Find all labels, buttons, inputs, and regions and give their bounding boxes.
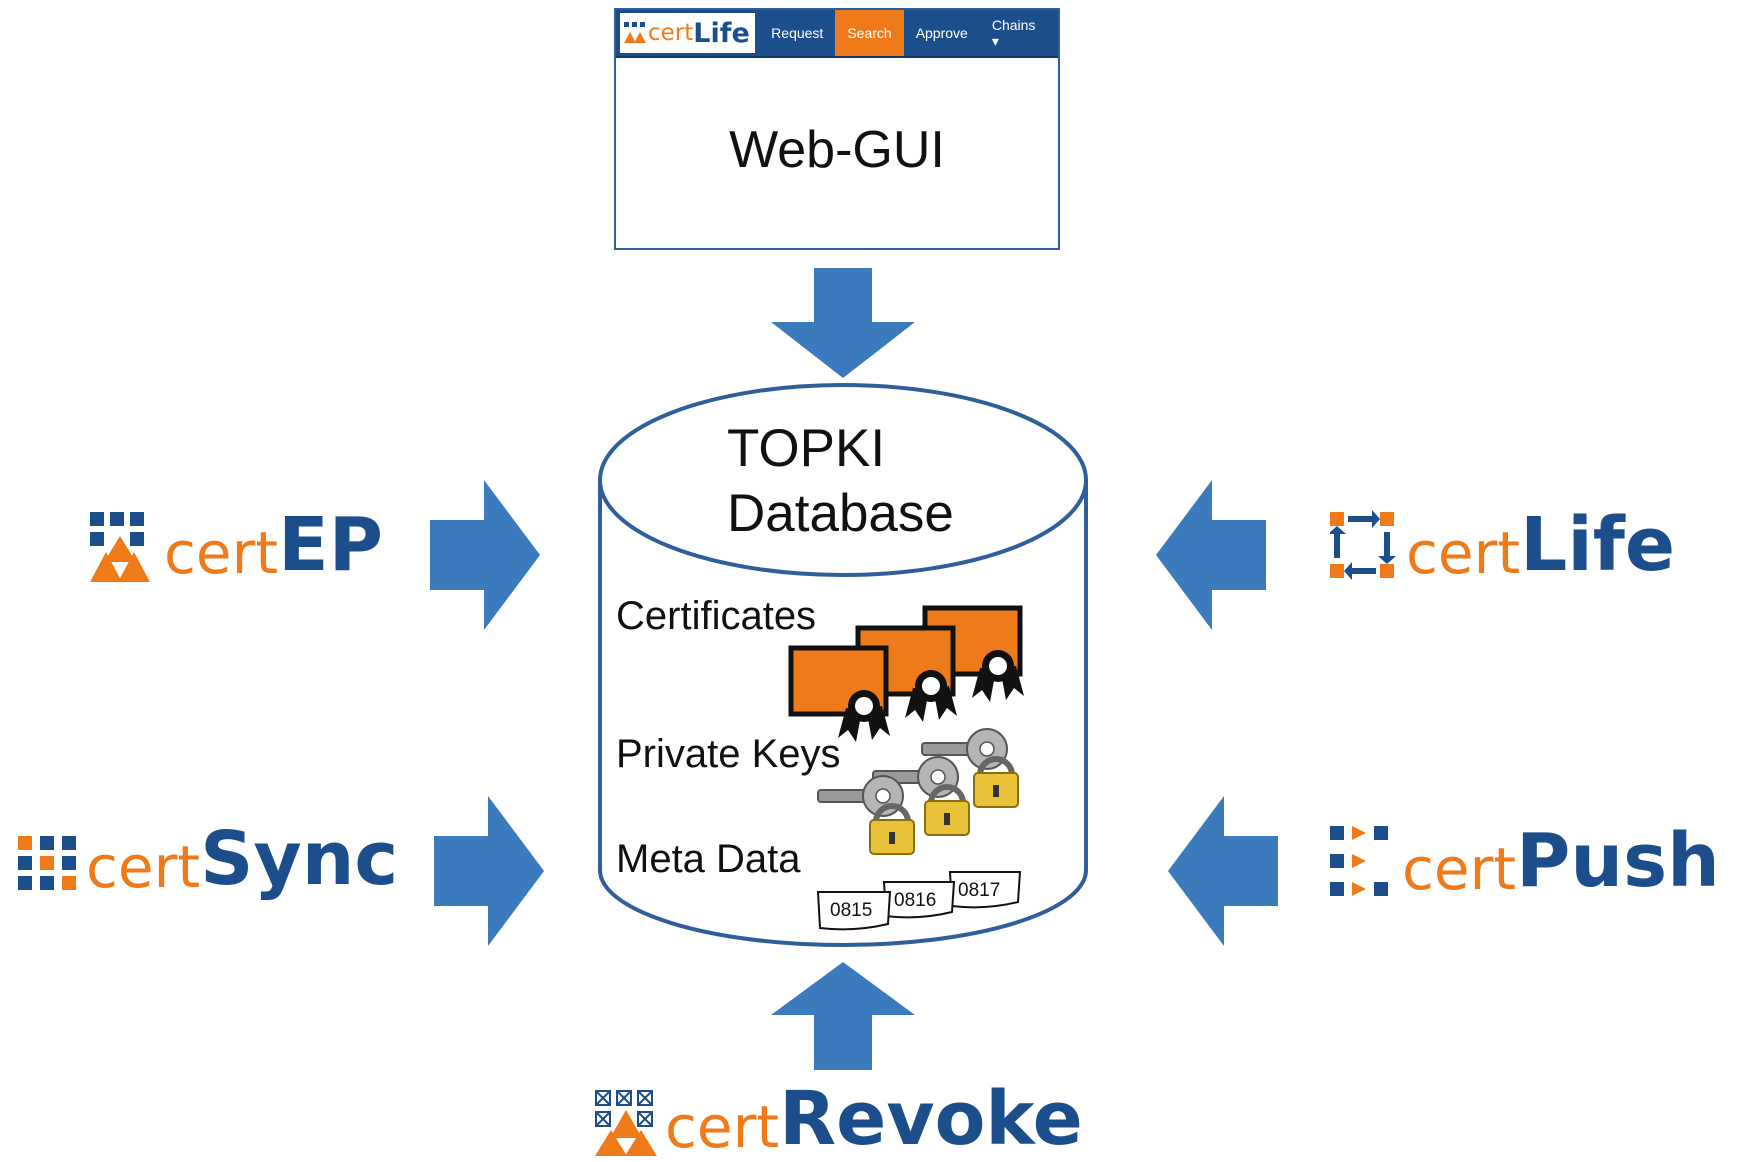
certlife-logo-icon bbox=[624, 22, 646, 43]
certep-prefix: cert bbox=[164, 519, 279, 587]
meta-data-tags: 0817 0816 0815 bbox=[816, 871, 1022, 931]
meta-tag-0815: 0815 bbox=[830, 900, 872, 921]
certep-name: EP bbox=[278, 502, 383, 588]
meta-tag-0817: 0817 bbox=[958, 880, 1000, 901]
nav-approve-link[interactable]: Approve bbox=[915, 25, 968, 41]
certsync-prefix: cert bbox=[86, 833, 201, 901]
private-keys-label: Private Keys bbox=[616, 732, 841, 776]
certlife-logo-icon bbox=[1330, 510, 1396, 580]
database-title-line1: TOPKI bbox=[727, 419, 886, 478]
certsync-name: Sync bbox=[200, 816, 399, 902]
arrow-certsync-to-db bbox=[434, 796, 544, 946]
nav-request-link[interactable]: Request bbox=[771, 25, 824, 41]
arrow-certep-to-db bbox=[430, 480, 540, 630]
meta-tag-0816: 0816 bbox=[894, 890, 936, 911]
certificates-label: Certificates bbox=[616, 594, 817, 638]
private-keys-icon bbox=[817, 728, 1019, 855]
database-title-line2: Database bbox=[727, 484, 954, 543]
arrow-webgui-to-db bbox=[771, 268, 915, 378]
arrow-certpush-to-db bbox=[1168, 796, 1278, 946]
certpush-logo-icon bbox=[1330, 826, 1388, 896]
nav-chains-dropdown[interactable]: Chains ▾ bbox=[991, 16, 1036, 49]
certep-logo-icon bbox=[90, 512, 150, 582]
certpush-name: Push bbox=[1516, 818, 1720, 904]
arrow-certlife-to-db bbox=[1156, 480, 1266, 630]
web-gui-title: Web-GUI bbox=[729, 121, 945, 179]
navbar-logo-prefix: cert bbox=[648, 20, 694, 46]
certpush-prefix: cert bbox=[1402, 835, 1517, 903]
certsync-logo-icon bbox=[18, 836, 76, 890]
certlife-prefix: cert bbox=[1406, 519, 1521, 587]
meta-data-label: Meta Data bbox=[616, 837, 801, 881]
certrevoke-name: Revoke bbox=[779, 1076, 1083, 1162]
certificates-icon bbox=[788, 605, 1024, 742]
nav-search-link[interactable]: Search bbox=[835, 10, 904, 56]
navbar-logo-name: Life bbox=[693, 17, 750, 49]
certlife-name: Life bbox=[1520, 502, 1676, 588]
certrevoke-logo-icon bbox=[595, 1090, 657, 1156]
arrow-certrevoke-to-db bbox=[771, 962, 915, 1070]
certrevoke-prefix: cert bbox=[665, 1093, 780, 1161]
